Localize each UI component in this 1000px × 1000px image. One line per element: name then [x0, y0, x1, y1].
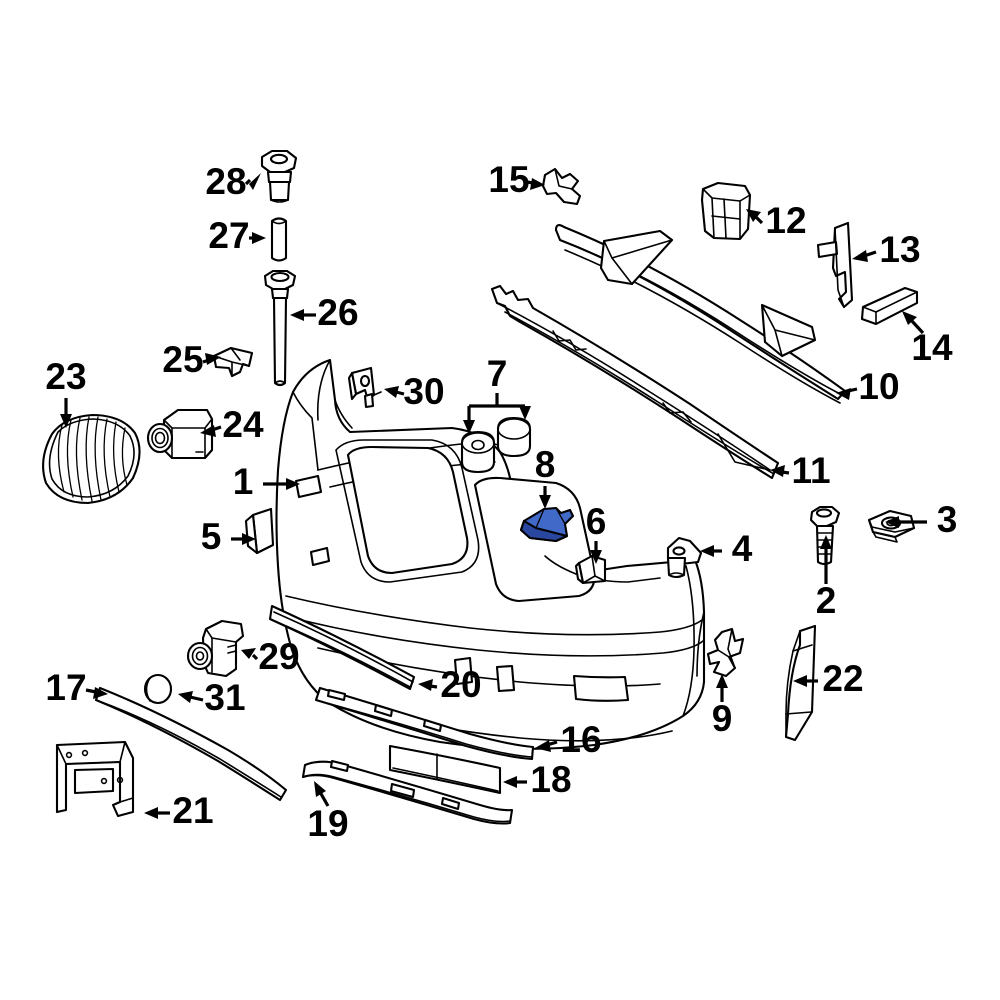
callout-label-14: 14	[911, 327, 953, 368]
part-bumper-cover	[275, 358, 706, 750]
callout-label-27: 27	[208, 215, 249, 256]
callout-label-30: 30	[403, 371, 444, 412]
callout-label-12: 12	[765, 200, 806, 241]
part-retaining-clip	[541, 167, 582, 206]
part-bracket-highlighted	[519, 506, 575, 543]
part-license-plate-bracket	[55, 740, 135, 818]
part-bushing-pair	[460, 416, 532, 474]
part-mounting-stud-boss	[666, 536, 703, 579]
part-dowel-pin	[270, 217, 288, 262]
part-pdc-sensor	[186, 619, 245, 678]
part-lower-trim-strip	[314, 686, 535, 761]
callout-labels: 1 2 3 4 5 6 7 8 9 10 11 12 13 14 15 16 1…	[45, 159, 957, 844]
callout-label-1: 1	[233, 461, 254, 502]
callout-label-5: 5	[201, 516, 222, 557]
callout-label-22: 22	[822, 658, 863, 699]
callout-label-28: 28	[205, 161, 246, 202]
callout-label-18: 18	[530, 759, 571, 800]
part-upper-trim-molding	[268, 604, 416, 691]
callout-label-10: 10	[858, 366, 899, 407]
part-sensor-cap-plug	[143, 673, 173, 705]
callout-label-16: 16	[560, 719, 601, 760]
part-rail-spacer-bar	[860, 286, 919, 326]
callout-label-24: 24	[222, 404, 264, 445]
callout-label-19: 19	[307, 803, 348, 844]
callout-label-2: 2	[816, 580, 837, 621]
callout-label-26: 26	[317, 292, 358, 333]
callout-label-21: 21	[172, 790, 213, 831]
callout-label-31: 31	[204, 677, 245, 718]
callout-label-11: 11	[791, 450, 830, 491]
part-clip-retainer	[574, 554, 607, 585]
part-energy-absorber-block	[700, 181, 752, 241]
part-upper-impact-bar	[554, 224, 847, 404]
callout-label-23: 23	[45, 356, 86, 397]
callout-label-8: 8	[535, 444, 556, 485]
callout-label-6: 6	[586, 501, 607, 542]
part-lower-valance-molding	[301, 759, 514, 825]
part-long-hex-bolt	[263, 269, 297, 387]
part-kidney-grille	[42, 413, 141, 505]
part-side-bracket-left	[244, 507, 275, 555]
callout-label-7: 7	[487, 353, 508, 394]
part-vertical-bracket	[816, 221, 854, 309]
part-headlight-washer-clip	[347, 366, 382, 409]
callout-label-29: 29	[258, 636, 299, 677]
part-shoulder-bolt	[260, 149, 298, 203]
part-parking-camera-sensor	[146, 408, 214, 460]
part-wedge-clip	[212, 346, 254, 378]
part-center-lower-grille	[388, 744, 502, 795]
part-spring-clip-bracket	[706, 627, 745, 678]
callout-label-25: 25	[162, 339, 203, 380]
callout-label-17: 17	[45, 667, 86, 708]
callout-label-9: 9	[712, 698, 733, 739]
part-lower-impact-bar	[490, 284, 780, 480]
callout-label-13: 13	[879, 229, 920, 270]
part-lower-reinforcement-bar	[94, 686, 288, 802]
leader-lines	[60, 173, 927, 819]
callout-label-4: 4	[732, 528, 753, 569]
part-washer-plate-nut	[867, 509, 916, 543]
callout-label-15: 15	[488, 159, 529, 200]
callout-label-20: 20	[440, 664, 481, 705]
callout-label-3: 3	[937, 499, 958, 540]
